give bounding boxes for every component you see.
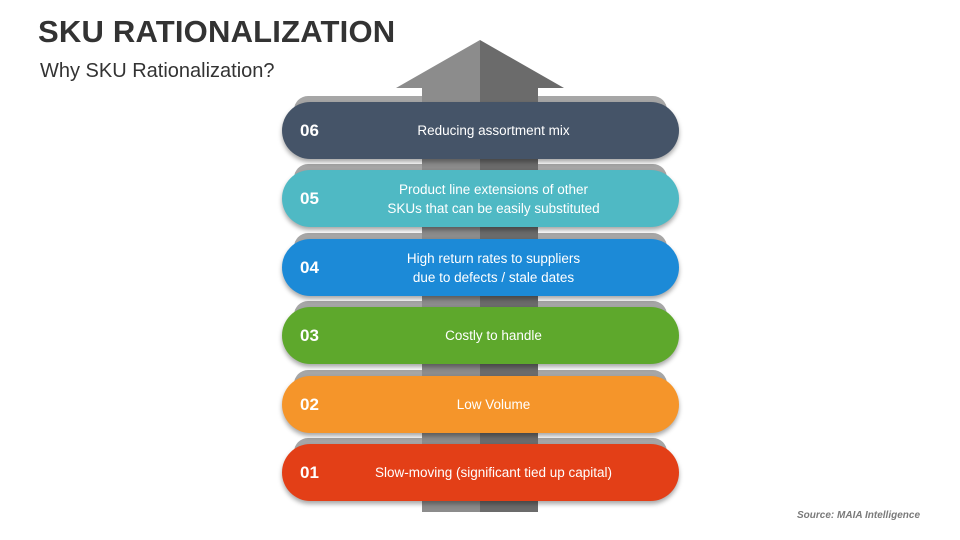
reason-text: Reducing assortment mix — [417, 123, 570, 138]
reason-item-01: 01 Slow-moving (significant tied up capit… — [282, 438, 679, 501]
reason-item-02: 02 Low Volume — [282, 370, 679, 433]
source-note: Source: MAIA Intelligence — [797, 510, 920, 521]
reason-item-06: 06 Reducing assortment mix — [282, 96, 679, 159]
reason-number: 06 — [300, 121, 319, 140]
page-subtitle: Why SKU Rationalization? — [40, 60, 275, 82]
reason-number: 03 — [300, 326, 319, 345]
reason-text: High return rates to suppliers due to de… — [406, 250, 581, 285]
reason-item-03: 03 Costly to handle — [282, 301, 679, 364]
reason-text: Low Volume — [456, 397, 531, 412]
reason-text: Slow-moving (significant tied up capital… — [374, 465, 613, 480]
reason-text: Costly to handle — [445, 328, 542, 343]
reason-number: 04 — [300, 258, 319, 277]
reason-number: 02 — [300, 395, 319, 414]
reason-item-04: 04 High return rates to suppliers due to … — [282, 233, 679, 296]
reason-number: 05 — [300, 189, 319, 208]
page-title: SKU RATIONALIZATION — [38, 14, 396, 49]
reason-number: 01 — [300, 463, 319, 482]
reason-item-05: 05 Product line extensions of other SKUs … — [282, 164, 679, 227]
reason-text: Product line extensions of other SKUs th… — [387, 181, 600, 216]
